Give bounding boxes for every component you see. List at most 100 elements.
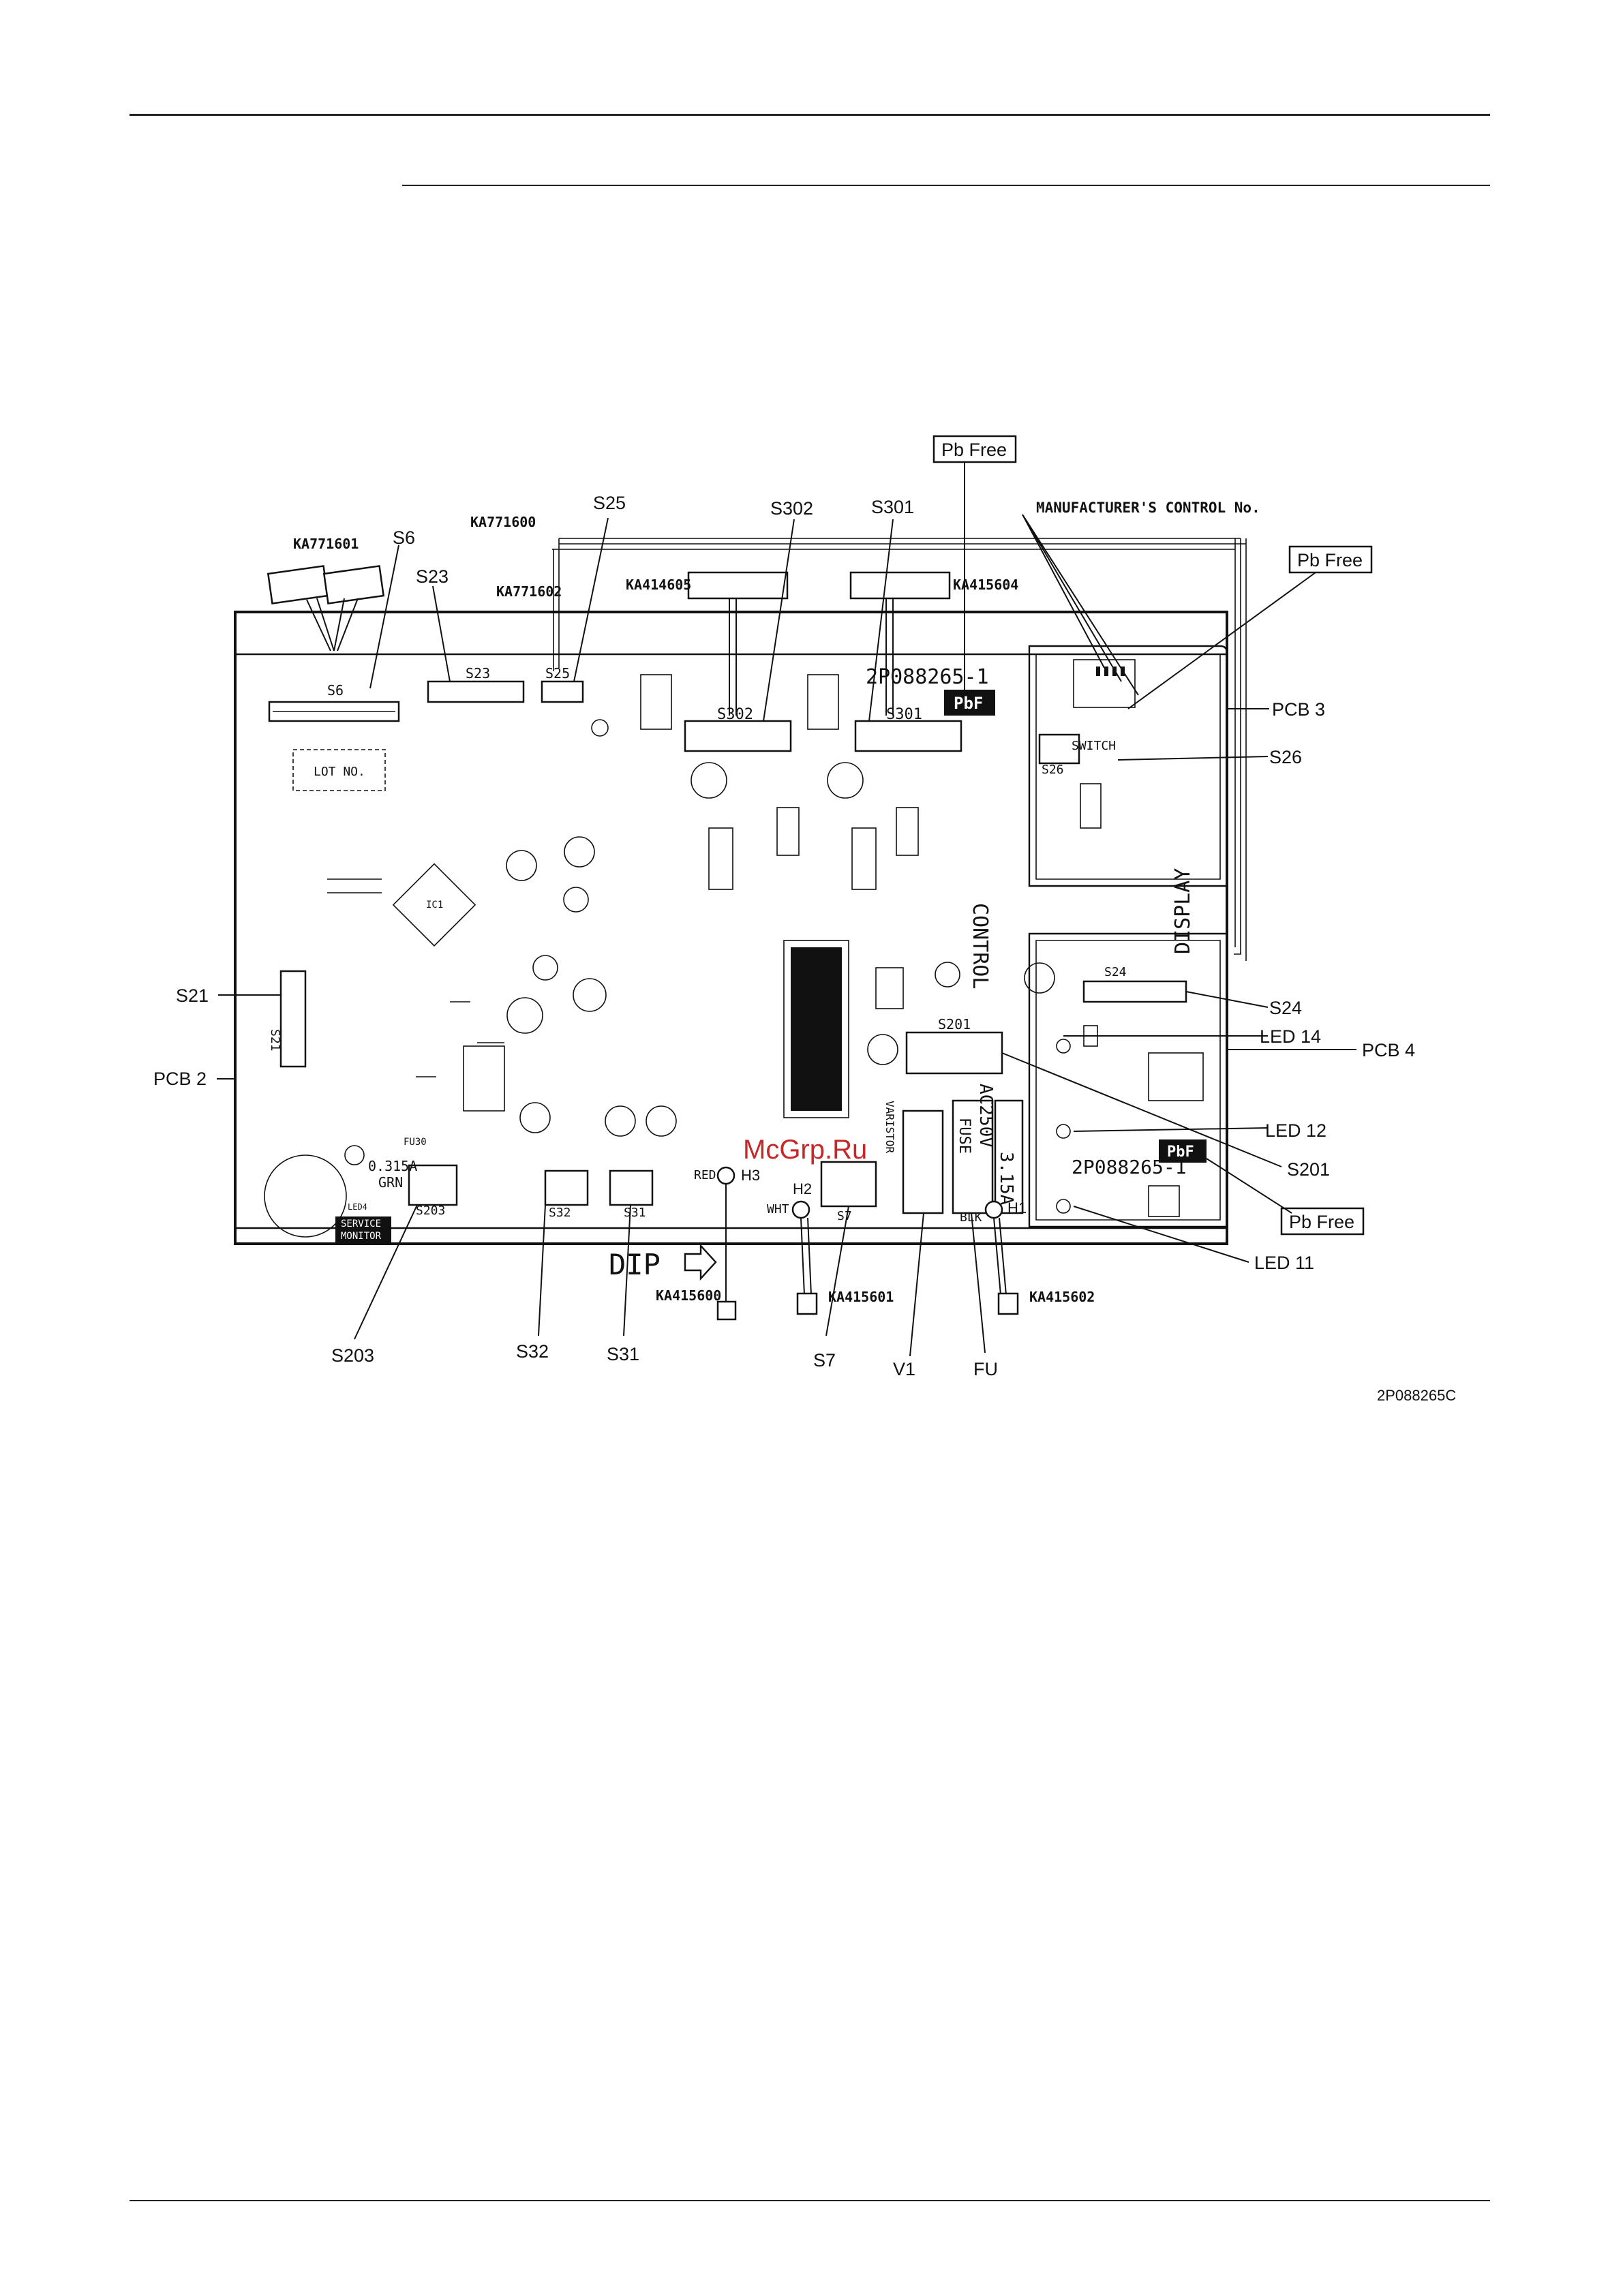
wire-wht-label: WHT xyxy=(767,1202,789,1216)
label-s301-board: S301 xyxy=(886,706,922,723)
connector-s21-board: S21 xyxy=(268,970,307,1068)
watermark: McGrp.Ru xyxy=(743,1135,867,1165)
callout-pcb4: PCB 4 xyxy=(1362,1040,1415,1060)
pb-free-text-2: Pb Free xyxy=(1297,550,1363,570)
label-ic1: IC1 xyxy=(426,900,443,910)
label-s302-board: S302 xyxy=(717,706,753,723)
part-ka415602: KA415602 xyxy=(1029,1289,1095,1305)
resistor-grid xyxy=(327,674,919,1112)
plug-ka414605 xyxy=(687,571,789,600)
display-pbf-text: PbF xyxy=(1167,1144,1194,1161)
connector-s25-board: S25 xyxy=(541,665,584,703)
pbf-badge-text: PbF xyxy=(954,694,983,713)
leader-lines xyxy=(217,517,1356,1357)
varistor-fuse-blocks xyxy=(902,1099,1024,1214)
part-ka771602: KA771602 xyxy=(496,583,562,600)
callout-s6: S6 xyxy=(393,527,415,548)
callout-led14: LED 14 xyxy=(1260,1026,1321,1047)
display-label: DISPLAY xyxy=(1171,868,1195,954)
label-s31-board: S31 xyxy=(624,1206,646,1220)
wire-h3-label: H3 xyxy=(741,1167,760,1184)
callout-s7: S7 xyxy=(813,1350,836,1371)
connector-s31-board: S31 xyxy=(609,1169,654,1220)
slide-switch xyxy=(1080,783,1102,829)
wire-h2-label: H2 xyxy=(793,1180,812,1197)
dip-switch-block xyxy=(1073,659,1136,708)
varistor-text: VARISTOR xyxy=(883,1101,896,1153)
ir-receiver xyxy=(1148,1185,1180,1217)
service-monitor-text-2: MONITOR xyxy=(341,1231,382,1242)
dip-label: DIP xyxy=(609,1248,661,1281)
part-ka415601: KA415601 xyxy=(828,1289,894,1305)
fu30-text: FU30 xyxy=(404,1137,427,1148)
pb-free-text-1: Pb Free xyxy=(941,440,1007,460)
connector-s302-board: S302 xyxy=(684,706,792,752)
pcb3-panel xyxy=(1028,645,1228,887)
callout-s25: S25 xyxy=(593,493,626,513)
callout-v1: V1 xyxy=(893,1359,915,1379)
connector-s201-board: S201 xyxy=(905,1016,1003,1075)
connector-s26-board: S26 xyxy=(1038,733,1080,777)
connector-s24-board: S24 xyxy=(1082,965,1187,1003)
board-part-number: 2P088265-1 xyxy=(866,665,989,689)
dip-arrow-icon xyxy=(684,1243,717,1281)
wire-blk-label: BLK xyxy=(960,1210,982,1225)
connector-s7-board: S7 xyxy=(820,1161,877,1223)
service-monitor-text-1: SERVICE xyxy=(341,1219,381,1229)
document-code: 2P088265C xyxy=(1377,1387,1456,1404)
ic1-chip: IC1 xyxy=(392,863,476,947)
callout-s302: S302 xyxy=(770,498,813,519)
connector-s23-board: S23 xyxy=(427,665,525,703)
display-window xyxy=(1148,1052,1204,1101)
top-rule xyxy=(130,114,1490,116)
led4-text: LED4 xyxy=(348,1202,367,1212)
wire-terminals xyxy=(716,1166,1019,1321)
label-s7-board: S7 xyxy=(837,1209,852,1223)
wire-h1-label: H1 xyxy=(1007,1199,1027,1216)
pb-free-text-3: Pb Free xyxy=(1289,1212,1354,1232)
cable-s6 xyxy=(267,565,385,652)
fuse-text-2: AC250V xyxy=(975,1084,996,1148)
part-ka415600: KA415600 xyxy=(656,1287,721,1304)
connector-s6-board: S6 xyxy=(268,682,400,722)
callout-s31: S31 xyxy=(607,1344,639,1364)
bottom-rule xyxy=(130,2200,1490,2201)
control-wires xyxy=(552,514,1247,961)
callout-s301: S301 xyxy=(871,497,914,517)
callout-s32: S32 xyxy=(516,1341,549,1362)
label-s203-board: S203 xyxy=(416,1204,445,1218)
sub-header-rule xyxy=(402,185,1490,186)
label-s21-board: S21 xyxy=(268,1029,282,1052)
lot-no-box xyxy=(292,749,386,791)
pb-free-callout-1: Pb Free xyxy=(932,435,1017,690)
connector-s32-board: S32 xyxy=(544,1169,589,1220)
label-s201-board: S201 xyxy=(938,1016,971,1032)
part-ka414605: KA414605 xyxy=(626,577,691,593)
label-s25-board: S25 xyxy=(545,665,570,682)
pb-free-callout-2: Pb Free xyxy=(1127,545,1373,709)
callout-s21: S21 xyxy=(176,985,209,1006)
callout-s201: S201 xyxy=(1287,1159,1330,1180)
pbf-badge xyxy=(944,690,995,716)
callout-s24: S24 xyxy=(1269,998,1302,1018)
plug-ka415604 xyxy=(849,571,951,600)
grn-text: GRN xyxy=(378,1174,403,1191)
fuse-small-text: 0.315A xyxy=(368,1158,417,1174)
relay-block xyxy=(783,940,849,1118)
callout-fu: FU xyxy=(973,1359,998,1379)
control-label: CONTROL xyxy=(968,903,992,989)
callout-led11: LED 11 xyxy=(1254,1253,1314,1273)
part-ka771601: KA771601 xyxy=(293,536,359,552)
callout-pcb3: PCB 3 xyxy=(1272,699,1325,720)
lot-no-label: LOT NO. xyxy=(314,765,365,779)
service-monitor-badge xyxy=(335,1216,391,1242)
wire-red-label: RED xyxy=(694,1168,716,1182)
label-s6-board: S6 xyxy=(327,682,344,699)
plug-wires xyxy=(729,598,894,716)
display-pbf-badge xyxy=(1159,1139,1207,1163)
part-ka415604: KA415604 xyxy=(953,577,1018,593)
pb-free-callout-3: Pb Free xyxy=(1206,1158,1365,1236)
label-s26-board: S26 xyxy=(1042,763,1064,777)
label-s32-board: S32 xyxy=(549,1206,571,1220)
